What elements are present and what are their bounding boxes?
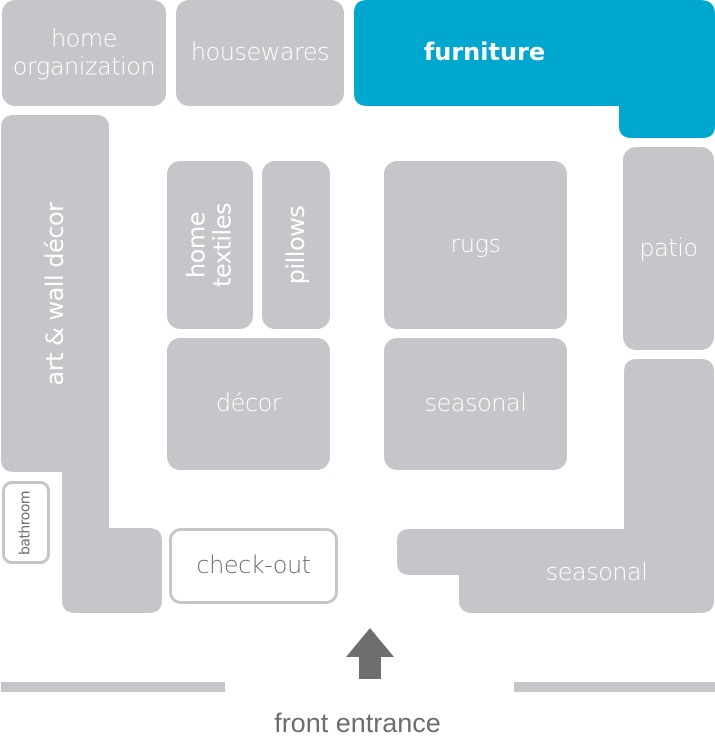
front-entrance-label: front entrance bbox=[274, 708, 441, 738]
zone-label: pillows bbox=[281, 205, 310, 285]
zone-seasonal-center[interactable]: seasonal bbox=[384, 338, 567, 470]
zone-patio[interactable]: patio bbox=[623, 147, 714, 350]
zone-label: art & wall décor bbox=[40, 201, 69, 386]
zone-label: home bbox=[182, 211, 211, 279]
zone-label: seasonal bbox=[424, 389, 527, 418]
art-wall-decor-zone-shape[interactable] bbox=[1, 115, 162, 613]
seasonal-corner-zone-shape[interactable] bbox=[397, 359, 714, 613]
zone-label: seasonal bbox=[545, 558, 648, 587]
zone-label: check-out bbox=[196, 551, 311, 580]
entrance-wall-right bbox=[514, 682, 715, 692]
zone-decor[interactable]: décor bbox=[167, 338, 330, 470]
zone-seasonal-corner[interactable]: seasonal bbox=[459, 548, 714, 598]
zone-label: housewares bbox=[190, 38, 330, 67]
zone-rugs[interactable]: rugs bbox=[384, 161, 567, 329]
furniture-zone-shape[interactable] bbox=[354, 0, 715, 138]
zone-label: textiles bbox=[209, 203, 237, 287]
zone-label: furniture bbox=[423, 38, 546, 67]
zone-bathroom[interactable]: bathroom bbox=[2, 481, 50, 564]
zone-housewares[interactable]: housewares bbox=[176, 0, 344, 106]
zone-pillows[interactable]: pillows bbox=[262, 161, 330, 329]
zone-label: décor bbox=[215, 389, 282, 418]
zone-label: bathroom bbox=[17, 490, 34, 555]
zone-art-wall-decor[interactable]: art & wall décor bbox=[1, 115, 109, 472]
zone-checkout[interactable]: check-out bbox=[169, 528, 338, 604]
zone-label: organization bbox=[12, 52, 156, 80]
zone-furniture[interactable]: furniture bbox=[354, 0, 615, 106]
zone-label: home bbox=[50, 24, 118, 53]
zone-home-textiles[interactable]: home textiles bbox=[167, 161, 253, 329]
zone-home-organization[interactable]: home organization bbox=[2, 0, 166, 106]
arrow-up-icon bbox=[346, 628, 394, 679]
entrance-wall-left bbox=[1, 682, 225, 692]
zone-label: patio bbox=[639, 233, 698, 262]
zone-label: rugs bbox=[450, 230, 501, 259]
